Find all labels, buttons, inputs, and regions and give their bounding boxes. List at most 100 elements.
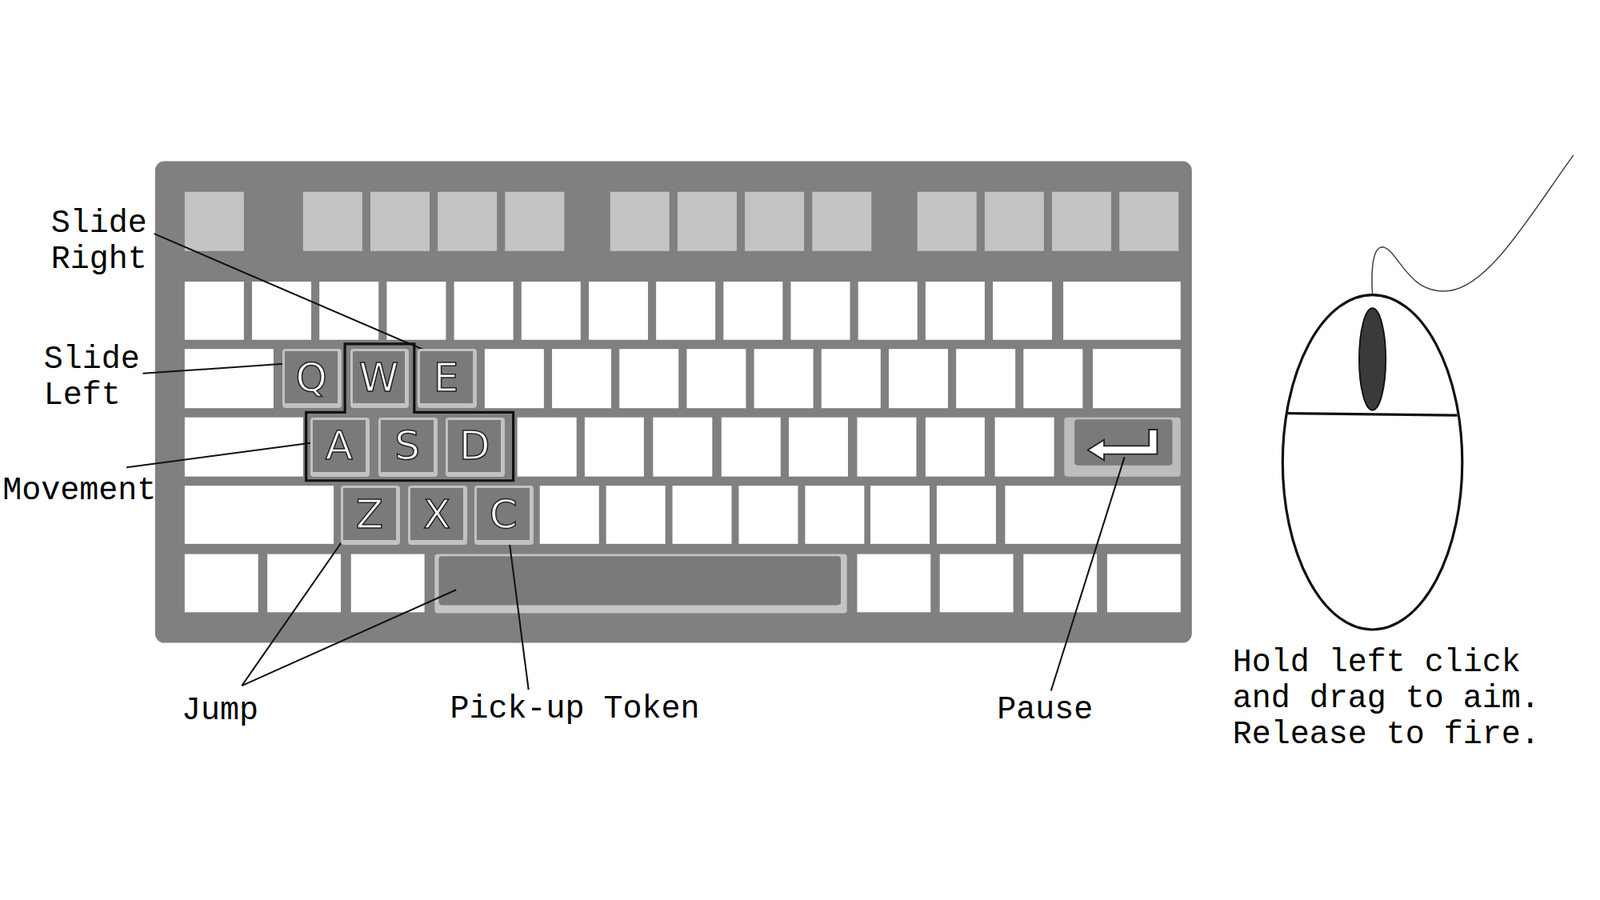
keyboard-key xyxy=(888,348,948,408)
keyboard-key xyxy=(588,281,648,340)
key-cap: D xyxy=(445,417,505,477)
space-bar-face xyxy=(438,556,841,605)
key-letter: X xyxy=(423,494,451,535)
keyboard-key xyxy=(788,417,848,477)
leader-line xyxy=(143,363,292,374)
keyboard-key xyxy=(484,348,544,408)
keyboard-key xyxy=(437,192,497,252)
enter-key xyxy=(1064,417,1180,477)
keyboard-key xyxy=(804,485,864,544)
keyboard-key xyxy=(370,192,430,252)
control-label: Hold left click and drag to aim. Release… xyxy=(1232,644,1560,754)
key-cap: C xyxy=(474,485,534,545)
keyboard-key xyxy=(351,554,425,613)
control-label: Movement xyxy=(2,472,156,509)
keyboard-key xyxy=(252,281,312,340)
bottom-letter-row xyxy=(184,485,1181,544)
mouse-body xyxy=(1282,295,1462,630)
keyboard-key xyxy=(984,192,1044,252)
control-label: Jump xyxy=(181,692,259,729)
keyboard-body xyxy=(155,161,1192,644)
key-cap: Q xyxy=(282,348,342,408)
space-bar xyxy=(434,554,847,614)
function-row xyxy=(184,192,1179,252)
keyboard-key xyxy=(992,281,1052,340)
mouse-scroll-wheel xyxy=(1359,308,1386,411)
key-cap: A xyxy=(310,417,370,477)
keyboard-key xyxy=(738,485,798,544)
key-letter: C xyxy=(489,494,518,535)
keyboard-key xyxy=(303,192,363,252)
keyboard-key xyxy=(936,485,996,544)
leader-line xyxy=(1051,456,1125,691)
keyboard-key xyxy=(386,281,446,340)
keyboard-key xyxy=(504,192,564,252)
key-letter: A xyxy=(325,425,353,466)
keyboard-key xyxy=(940,554,1014,613)
keyboard-key xyxy=(744,192,804,252)
leader-line xyxy=(126,441,320,468)
key-letter: S xyxy=(394,425,420,466)
keyboard-key xyxy=(812,192,872,252)
keyboard-key xyxy=(856,417,916,477)
keyboard-key xyxy=(606,485,666,544)
keyboard-key xyxy=(917,192,977,252)
keyboard-key xyxy=(956,348,1016,408)
keyboard-key xyxy=(267,554,341,613)
keyboard-key xyxy=(521,281,581,340)
key-letter: D xyxy=(459,425,491,466)
keyboard-key xyxy=(184,348,274,408)
key-letter: Z xyxy=(356,494,384,535)
keyboard-key xyxy=(1063,281,1181,340)
keyboard-key xyxy=(552,348,612,408)
keyboard-key xyxy=(1092,348,1181,408)
keyboard-key xyxy=(610,192,670,252)
keyboard-key xyxy=(184,485,334,544)
keyboard-key xyxy=(721,417,781,477)
control-label: Pick-up Token xyxy=(450,691,700,728)
keyboard-key xyxy=(540,485,600,544)
keyboard-key xyxy=(1119,192,1179,252)
return-arrow-symbol xyxy=(1088,429,1158,460)
keyboard-key xyxy=(754,348,814,408)
control-label: Slide Left xyxy=(44,341,160,414)
space-row xyxy=(184,554,1181,614)
keyboard-key xyxy=(925,281,985,340)
leader-lines xyxy=(126,233,1124,691)
keyboard-key xyxy=(821,348,881,408)
keyboard-key xyxy=(856,554,931,613)
keyboard-key xyxy=(184,192,244,252)
key-letter: E xyxy=(433,357,460,398)
keyboard-key xyxy=(723,281,783,340)
keyboard-key xyxy=(677,192,737,252)
control-label: Pause xyxy=(996,692,1093,728)
mouse-illustration xyxy=(1282,155,1574,630)
mouse-button-divider xyxy=(1288,413,1458,416)
keyboard-key xyxy=(319,281,379,340)
keyboard-key xyxy=(652,417,712,477)
keyboard-key xyxy=(184,554,259,613)
keyboard-key xyxy=(1107,554,1181,613)
home-row xyxy=(184,417,1181,477)
keyboard-key xyxy=(517,417,577,477)
key-letter: W xyxy=(359,357,399,398)
control-label: Slide Right xyxy=(51,205,167,278)
key-cap: W xyxy=(350,348,410,408)
keyboard-key xyxy=(858,281,918,340)
keyboard-key xyxy=(584,417,644,477)
keyboard-key xyxy=(925,417,985,477)
key-cap: X xyxy=(408,485,468,545)
keyboard-key xyxy=(686,348,746,408)
leader-line xyxy=(154,233,428,352)
keyboard-key xyxy=(619,348,679,408)
keyboard-key xyxy=(1023,348,1083,408)
keyboard-key xyxy=(791,281,851,340)
top-letter-row xyxy=(184,348,1181,408)
keyboard-key xyxy=(1052,192,1112,252)
keyboard-key xyxy=(454,281,514,340)
keyboard-key xyxy=(995,417,1055,477)
keyboard-key xyxy=(1004,485,1180,544)
keyboard-key xyxy=(870,485,930,544)
keyboard-key xyxy=(656,281,716,340)
